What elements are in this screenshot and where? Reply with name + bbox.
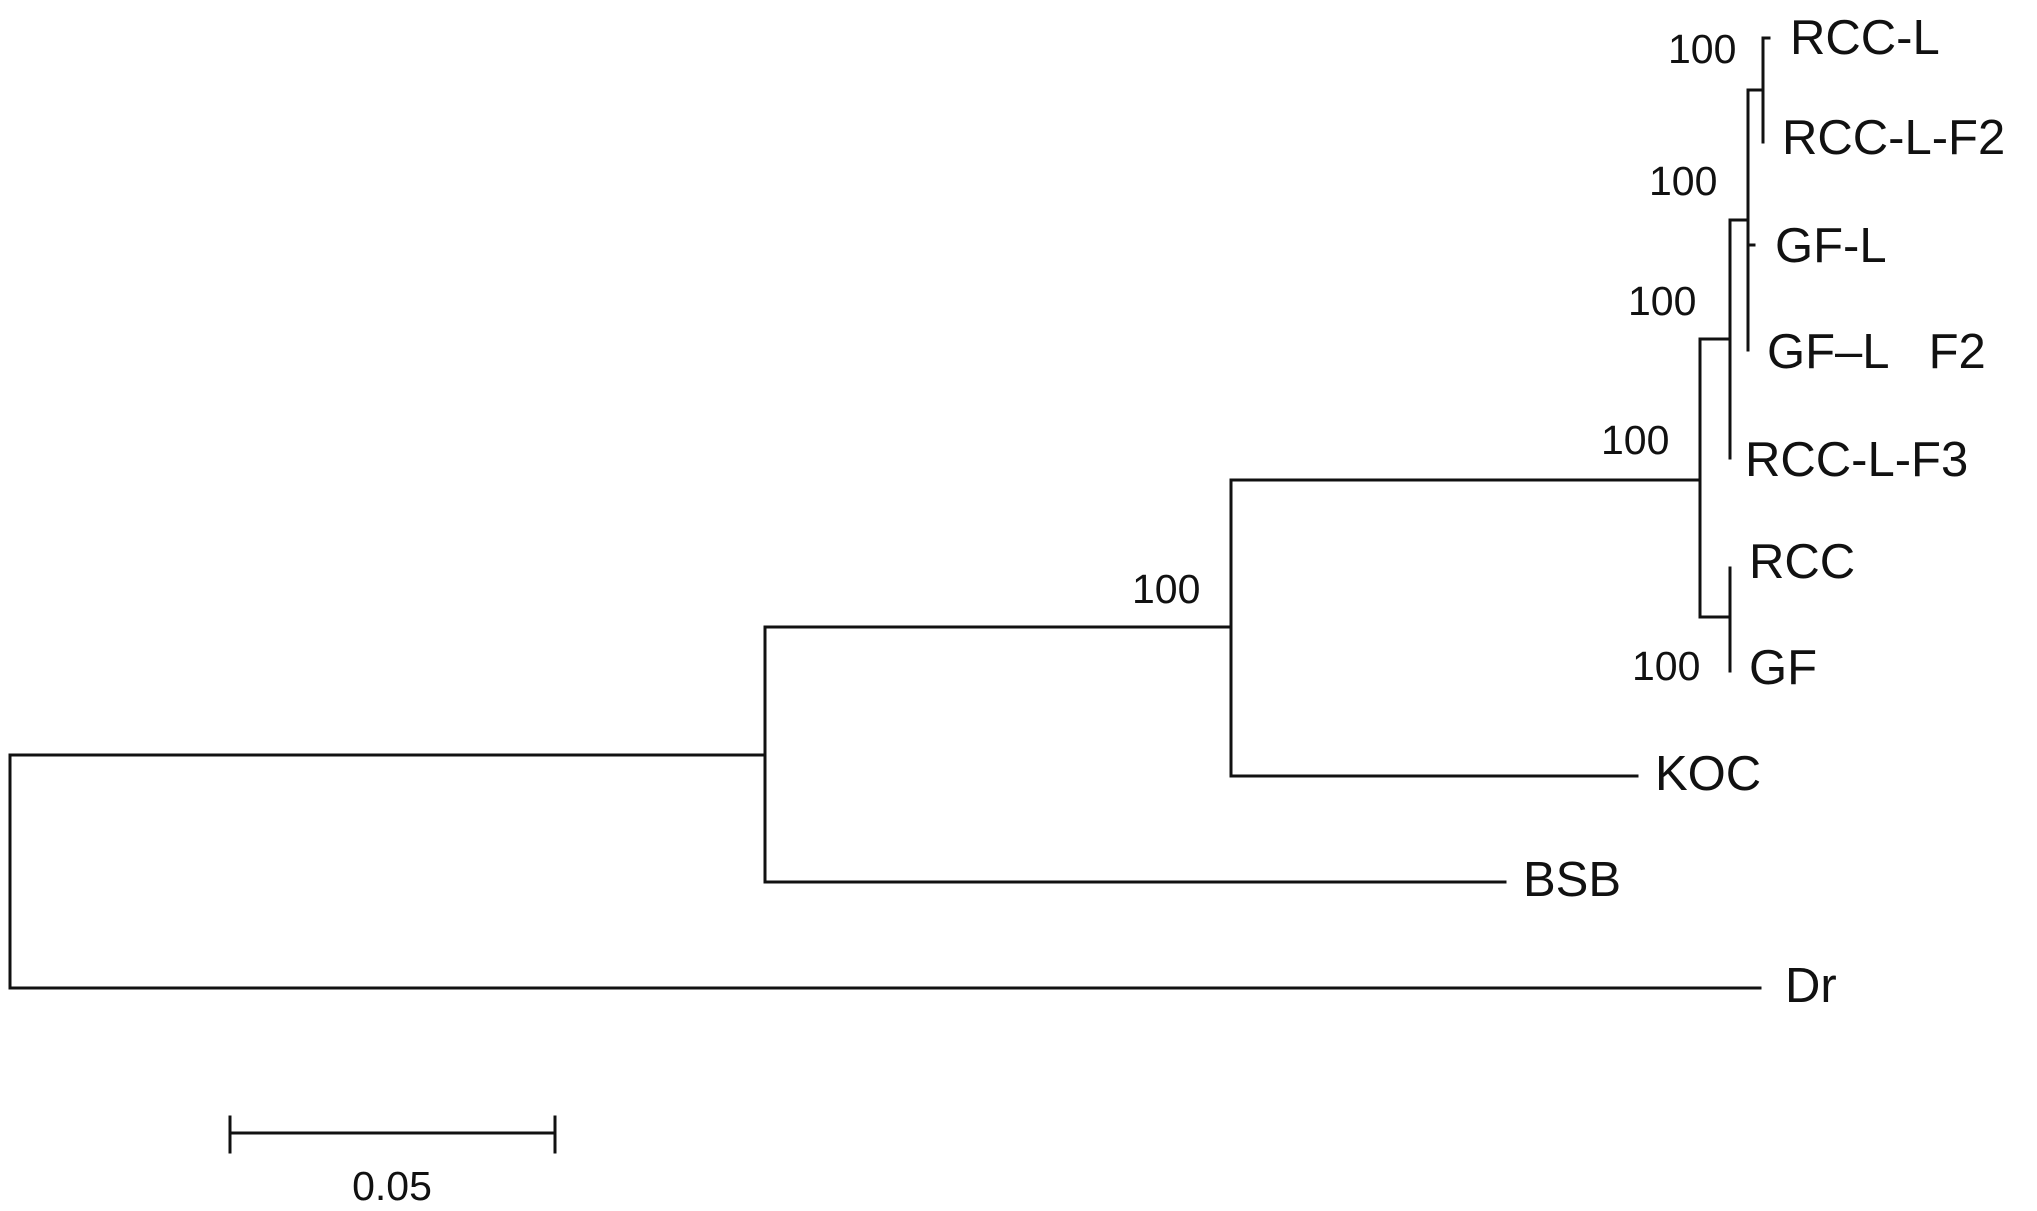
- bootstrap-value-inner-node: 100: [1649, 158, 1717, 204]
- bootstrap-values: 100 100 100 100 100 100: [1132, 26, 1736, 689]
- taxon-labels: RCC-L RCC-L-F2 GF-L GF–L F2 RCC-L-F3 RCC…: [1523, 11, 2005, 1013]
- bootstrap-value-rccl-node: 100: [1668, 26, 1736, 72]
- bootstrap-value-rcc-gf-node: 100: [1632, 643, 1700, 689]
- scale-bar: 0.05: [228, 1115, 557, 1209]
- bootstrap-value-koc-node: 100: [1132, 566, 1200, 612]
- taxon-label-rcc-l: RCC-L: [1790, 11, 1940, 65]
- taxon-label-rcc-l-f3: RCC-L-F3: [1745, 433, 1968, 487]
- taxon-label-gf-l: GF-L: [1775, 219, 1887, 273]
- taxon-label-dr: Dr: [1785, 959, 1837, 1013]
- taxon-label-rcc-l-f2: RCC-L-F2: [1782, 111, 2005, 165]
- taxon-label-koc: KOC: [1655, 747, 1761, 801]
- taxon-label-rcc: RCC: [1749, 535, 1855, 589]
- bootstrap-value-subclade-node: 100: [1628, 278, 1696, 324]
- bootstrap-value-crown-node: 100: [1601, 417, 1669, 463]
- branches: [8, 36, 1771, 990]
- taxon-label-bsb: BSB: [1523, 853, 1621, 907]
- taxon-label-gf-l-f2: GF–L F2: [1767, 325, 1986, 379]
- scale-bar-label: 0.05: [352, 1163, 432, 1209]
- taxon-label-gf: GF: [1749, 641, 1817, 695]
